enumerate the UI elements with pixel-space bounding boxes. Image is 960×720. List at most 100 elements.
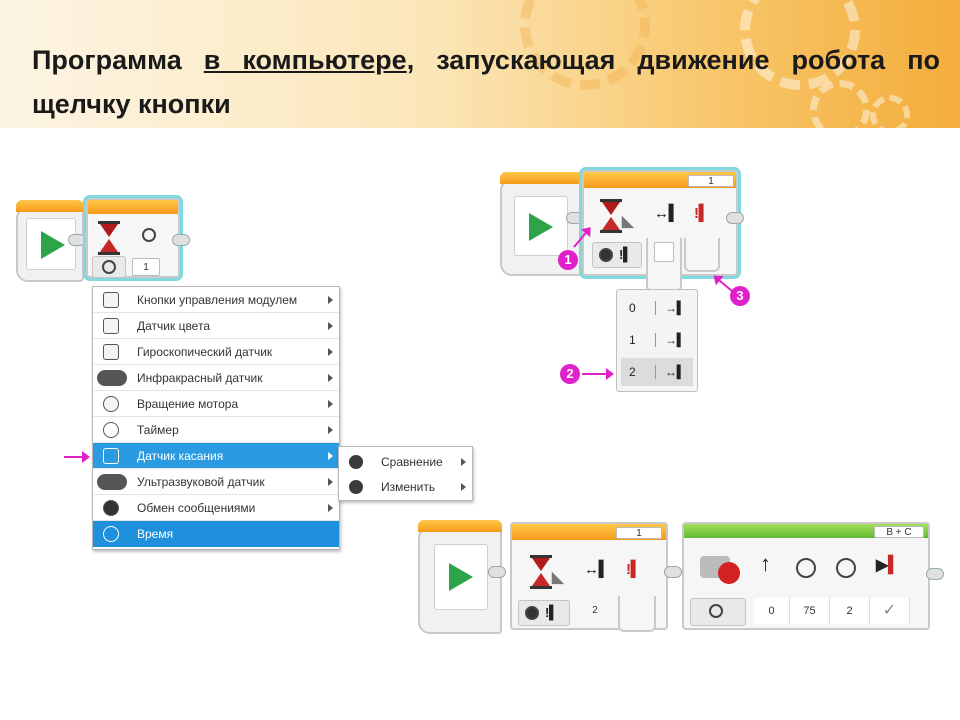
- ultrasonic-sensor-icon: [97, 474, 127, 490]
- connector-icon: [488, 566, 506, 578]
- state-icon: !▍: [694, 205, 711, 222]
- chevron-right-icon: [461, 458, 466, 466]
- brake-icon: ▶▍: [876, 557, 901, 574]
- chevron-right-icon: [328, 478, 333, 486]
- compare-icon: [349, 455, 363, 469]
- connector-icon: [172, 234, 190, 246]
- gear-decoration: [520, 0, 650, 90]
- port-tab[interactable]: 1: [688, 175, 734, 187]
- chevron-right-icon: [328, 348, 333, 356]
- infrared-sensor-icon: [97, 370, 127, 386]
- gear-decoration: [810, 80, 870, 128]
- port-dropdown: 0 →▍ 1 →▍ 2 ↔▍: [616, 289, 698, 392]
- chevron-right-icon: [328, 452, 333, 460]
- touch-sensor-icon: [103, 448, 119, 464]
- menu-item-touch-sensor[interactable]: Датчик касания: [93, 443, 339, 469]
- touch-mode-icon: [525, 606, 539, 620]
- chevron-right-icon: [328, 374, 333, 382]
- motor-rotation-icon: [103, 396, 119, 412]
- mode-selector[interactable]: !▍: [518, 600, 570, 626]
- motor-ports-tab[interactable]: B + C: [874, 526, 924, 538]
- connector-icon: [926, 568, 944, 580]
- callout-badge: 1: [558, 250, 578, 270]
- hourglass-icon: [530, 555, 552, 589]
- change-icon: [349, 480, 363, 494]
- start-block[interactable]: [418, 520, 502, 634]
- steering-input[interactable]: 0: [754, 598, 790, 624]
- submenu-item-change[interactable]: Изменить: [339, 474, 472, 500]
- port-option[interactable]: 2 ↔▍: [621, 358, 693, 386]
- port-icon: ↔▍: [584, 561, 611, 578]
- steering-arrow-icon: ↑: [760, 551, 771, 576]
- connector-icon: [726, 212, 744, 224]
- menu-item-motor-rotation[interactable]: Вращение мотора: [93, 391, 339, 417]
- released-icon: →▍: [665, 301, 687, 315]
- menu-item-infrared-sensor[interactable]: Инфракрасный датчик: [93, 365, 339, 391]
- timer-icon: [103, 422, 119, 438]
- mode-selector[interactable]: [92, 256, 126, 278]
- chevron-right-icon: [328, 296, 333, 304]
- chevron-right-icon: [328, 322, 333, 330]
- port-icon: ↔▍: [654, 205, 681, 222]
- brake-check[interactable]: ✓: [870, 598, 910, 624]
- bluetooth-icon: [103, 500, 119, 516]
- brick-buttons-icon: [103, 292, 119, 308]
- state-input[interactable]: 2: [592, 605, 598, 616]
- chevron-right-icon: [461, 483, 466, 491]
- hourglass-icon: [98, 221, 120, 255]
- port-tab[interactable]: 1: [616, 527, 662, 539]
- touch-sensor-icon: ◣: [552, 569, 564, 586]
- start-block[interactable]: [16, 200, 84, 282]
- slide-title: Программа в компьютере, запускающая движ…: [32, 45, 940, 119]
- port-option[interactable]: 0 →▍: [621, 294, 693, 322]
- touch-mode-icon: [599, 248, 613, 262]
- wait-block[interactable]: 1: [86, 198, 180, 278]
- gear-decoration: [740, 0, 860, 90]
- time-icon: [103, 526, 119, 542]
- play-icon: [41, 231, 65, 259]
- chevron-right-icon: [328, 400, 333, 408]
- pressed-icon: →▍: [665, 333, 687, 347]
- connector-icon: [68, 234, 86, 246]
- state-selector[interactable]: [618, 596, 656, 632]
- mode-selector[interactable]: [690, 598, 746, 626]
- large-motor-icon: [700, 552, 744, 584]
- color-sensor-icon: [103, 318, 119, 334]
- gear-decoration: [870, 95, 910, 128]
- touch-submenu: Сравнение Изменить: [338, 446, 473, 501]
- submenu-item-compare[interactable]: Сравнение: [339, 449, 472, 475]
- rotations-icon: [836, 558, 856, 578]
- connector-icon: [664, 566, 682, 578]
- port-selector[interactable]: [646, 238, 682, 292]
- timer-icon: [142, 228, 156, 242]
- bumped-icon: ↔▍: [665, 365, 687, 379]
- callout-badge: 3: [730, 286, 750, 306]
- wait-seconds-input[interactable]: 1: [132, 258, 160, 276]
- chevron-right-icon: [328, 504, 333, 512]
- title-underlined: в компьютере: [203, 45, 407, 75]
- callout-badge: 2: [560, 364, 580, 384]
- state-icon: !▍: [626, 561, 643, 578]
- sensor-menu: Кнопки управления модулем Датчик цвета Г…: [92, 286, 340, 550]
- state-selector[interactable]: [684, 238, 720, 272]
- menu-item-color-sensor[interactable]: Датчик цвета: [93, 313, 339, 339]
- pointer-arrow: [64, 451, 90, 463]
- rotations-input[interactable]: 2: [830, 598, 870, 624]
- menu-item-gyro-sensor[interactable]: Гироскопический датчик: [93, 339, 339, 365]
- pointer-arrow: [714, 276, 733, 292]
- menu-item-timer[interactable]: Таймер: [93, 417, 339, 443]
- hourglass-icon: [600, 199, 622, 233]
- menu-item-ultrasonic-sensor[interactable]: Ультразвуковой датчик: [93, 469, 339, 495]
- port-option[interactable]: 1 →▍: [621, 326, 693, 354]
- pointer-arrow: [582, 368, 614, 380]
- menu-item-messaging[interactable]: Обмен сообщениями: [93, 495, 339, 521]
- touch-sensor-icon: ◣: [622, 213, 634, 230]
- menu-item-time[interactable]: Время: [93, 521, 339, 547]
- power-input[interactable]: 75: [790, 598, 830, 624]
- mode-selector[interactable]: !▍: [592, 242, 642, 268]
- play-icon: [529, 213, 553, 241]
- play-icon: [449, 563, 473, 591]
- move-steering-block[interactable]: B + C ↑ ▶▍ 0 75 2 ✓: [682, 522, 930, 630]
- menu-item-brick-buttons[interactable]: Кнопки управления модулем: [93, 287, 339, 313]
- chevron-right-icon: [328, 426, 333, 434]
